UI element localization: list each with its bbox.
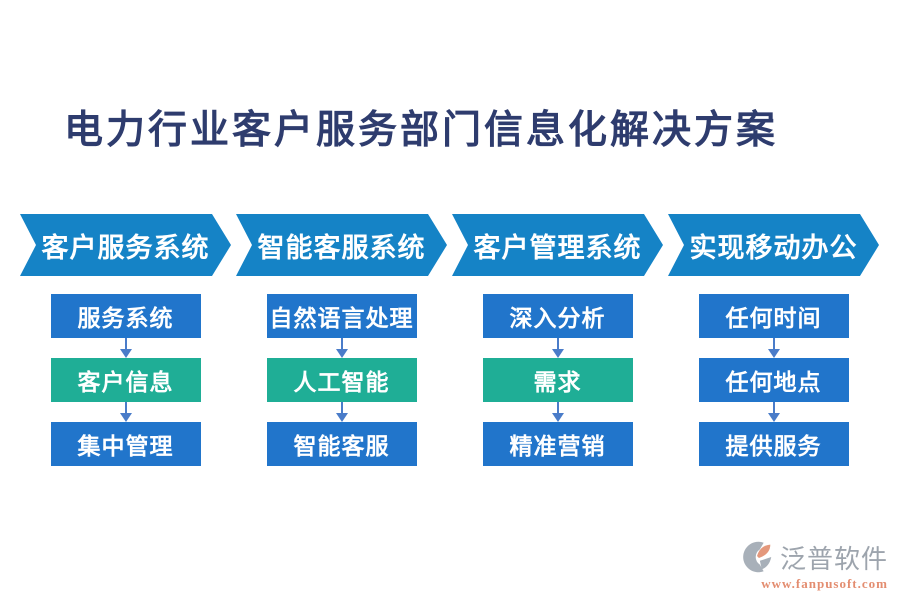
- banner-customer-service-system: 客户服务系统: [20, 214, 231, 276]
- down-arrow-icon: [118, 402, 134, 422]
- steps-column-4: 任何时间 任何地点 提供服务: [698, 294, 849, 466]
- brand-name: 泛普软件: [779, 544, 888, 574]
- page-title: 电力行业客户服务部门信息化解决方案: [64, 109, 779, 152]
- brand-url: www.fanpusoft.com: [761, 576, 888, 591]
- step-box: 客户信息: [50, 358, 201, 402]
- down-arrow-icon: [118, 338, 134, 358]
- column-customer-management-system: 客户管理系统 深入分析 需求 精准营销: [452, 214, 663, 466]
- step-box: 深入分析: [482, 294, 633, 338]
- steps-column-3: 深入分析 需求 精准营销: [482, 294, 633, 466]
- column-mobile-office: 实现移动办公 任何时间 任何地点 提供服务: [668, 214, 879, 466]
- down-arrow-icon: [334, 402, 350, 422]
- down-arrow-icon: [550, 338, 566, 358]
- step-box: 集中管理: [50, 422, 201, 466]
- down-arrow-icon: [766, 338, 782, 358]
- step-box: 自然语言处理: [266, 294, 417, 338]
- banner-intelligent-service-system: 智能客服系统: [236, 214, 447, 276]
- step-box: 人工智能: [266, 358, 417, 402]
- fanpu-logo-icon: [743, 541, 772, 573]
- step-box: 需求: [482, 358, 633, 402]
- banner-customer-management-system: 客户管理系统: [452, 214, 663, 276]
- step-box: 任何时间: [698, 294, 849, 338]
- step-box: 任何地点: [698, 358, 849, 402]
- banner-mobile-office: 实现移动办公: [668, 214, 879, 276]
- steps-column-2: 自然语言处理 人工智能 智能客服: [266, 294, 417, 466]
- down-arrow-icon: [766, 402, 782, 422]
- step-box: 提供服务: [698, 422, 849, 466]
- down-arrow-icon: [334, 338, 350, 358]
- brand-watermark: 泛普软件 www.fanpusoft.com: [738, 538, 888, 592]
- column-intelligent-service-system: 智能客服系统 自然语言处理 人工智能 智能客服: [236, 214, 447, 466]
- step-box: 精准营销: [482, 422, 633, 466]
- steps-column-1: 服务系统 客户信息 集中管理: [50, 294, 201, 466]
- column-customer-service-system: 客户服务系统 服务系统 客户信息 集中管理: [20, 214, 231, 466]
- solution-flow-diagram: 客户服务系统 服务系统 客户信息 集中管理 智能客服系统 自然语言处理 人工智能…: [20, 214, 884, 466]
- down-arrow-icon: [550, 402, 566, 422]
- step-box: 智能客服: [266, 422, 417, 466]
- step-box: 服务系统: [50, 294, 201, 338]
